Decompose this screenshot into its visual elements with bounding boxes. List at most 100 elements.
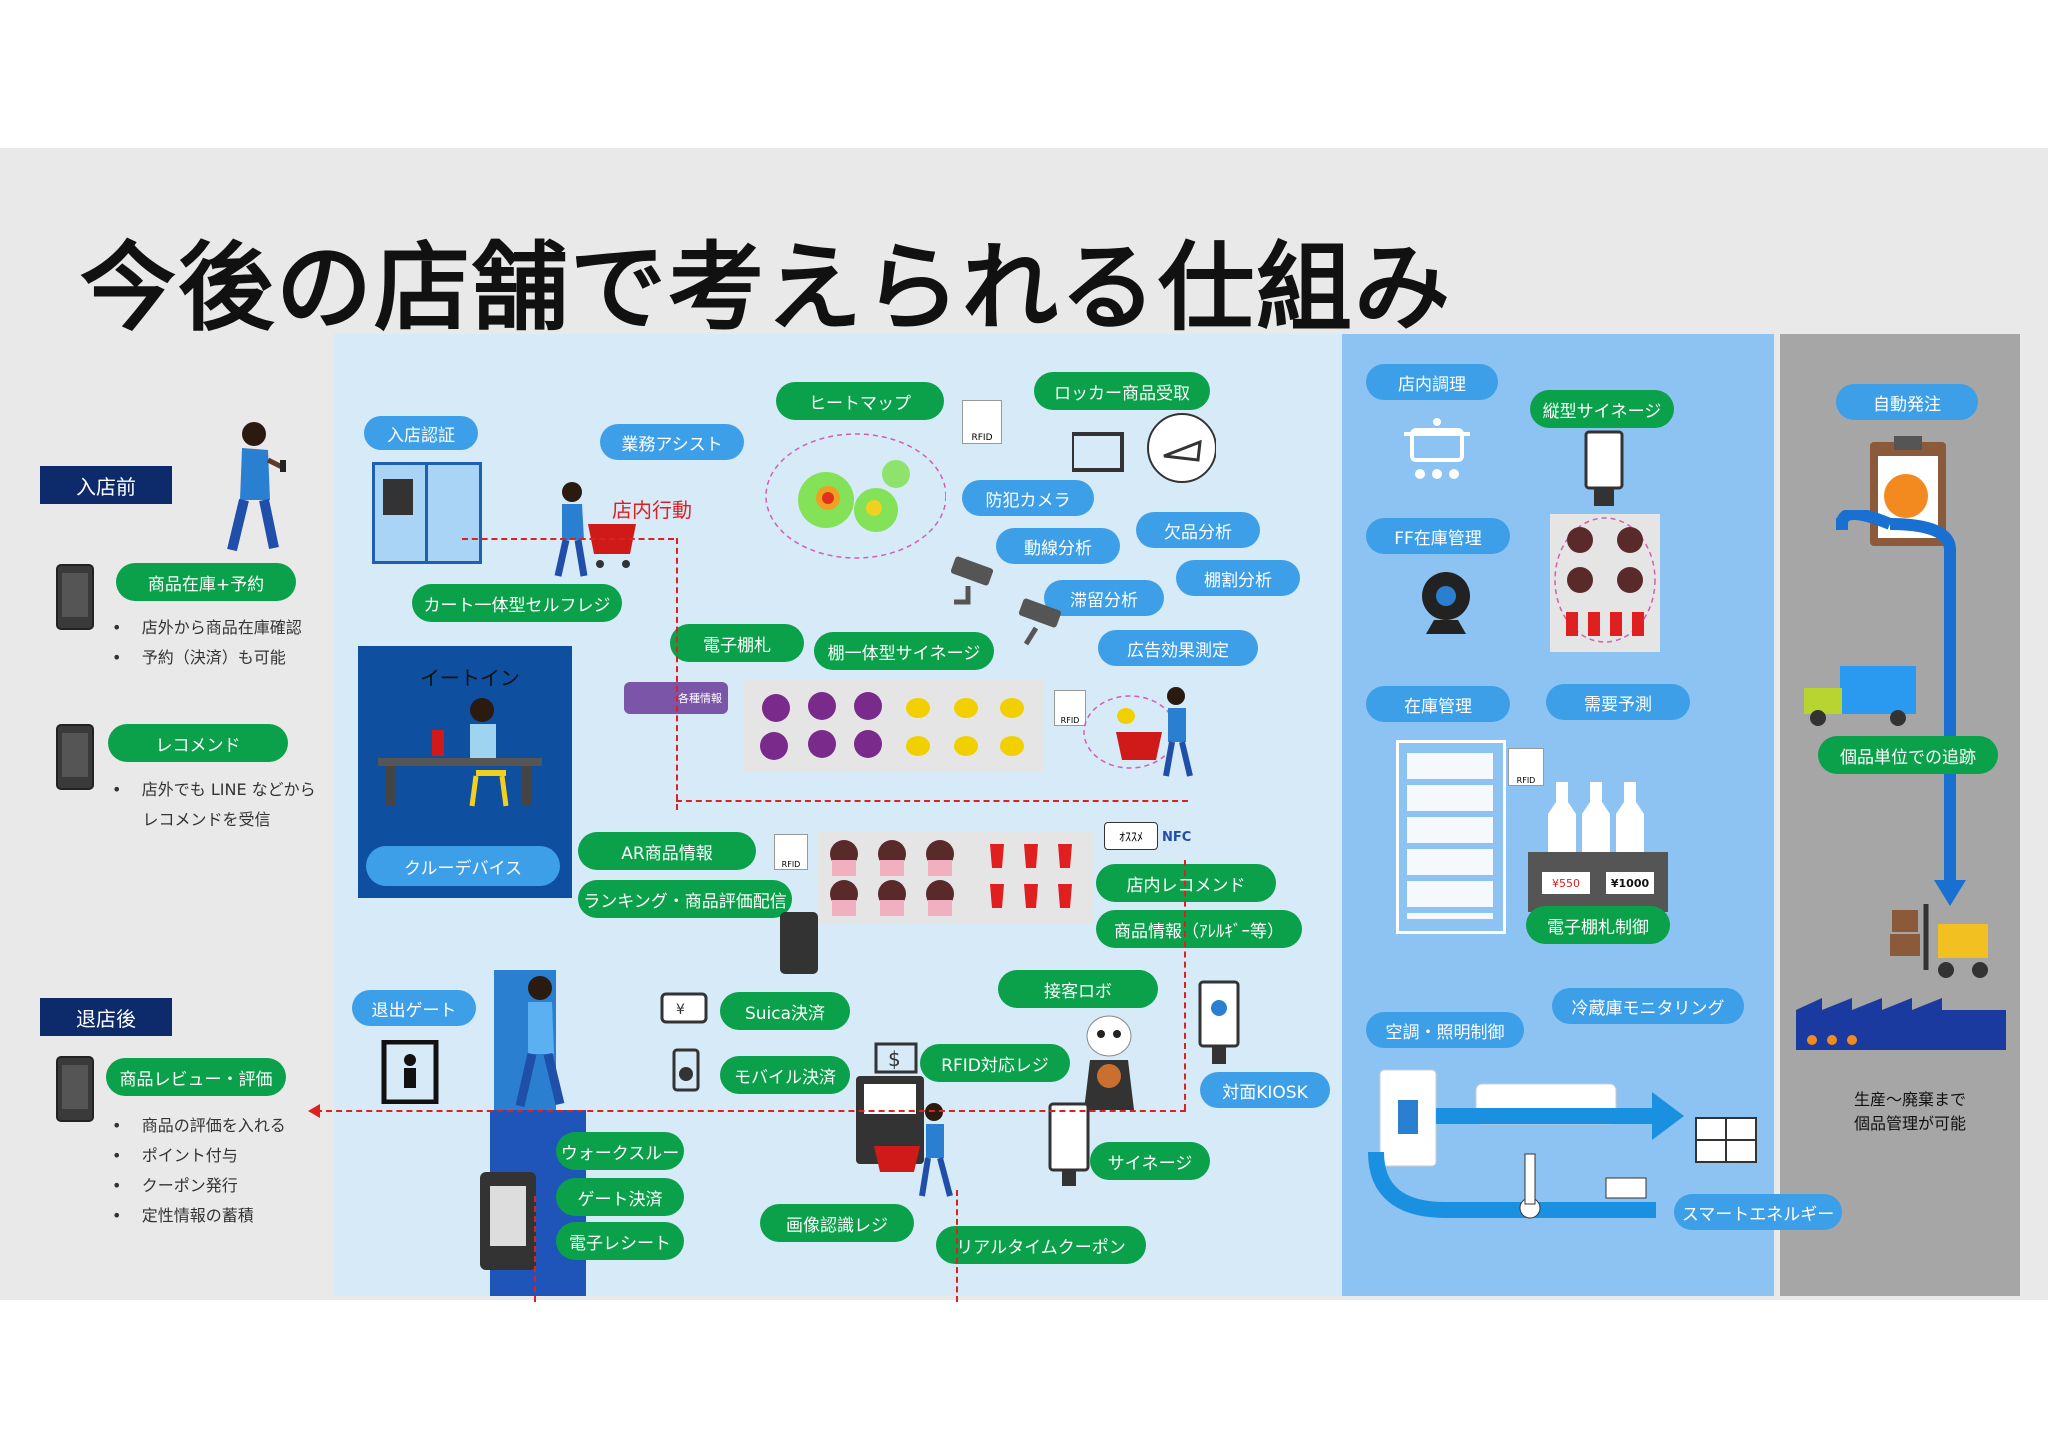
signage-icon — [1048, 1102, 1090, 1186]
bullet-text: • 予約（決済）も可能 — [112, 648, 286, 667]
shelf-analysis-pill[interactable]: 棚割分析 — [1176, 560, 1300, 596]
svg-text:¥: ¥ — [676, 1002, 685, 1018]
cupcake-products-icon — [830, 840, 1072, 916]
shelf-signage-pill[interactable]: 棚一体型サイネージ — [814, 632, 994, 670]
cooking-pot-icon — [1404, 418, 1470, 479]
e-label-control-pill[interactable]: 電子棚札制御 — [1526, 906, 1670, 944]
recommend-tag: ｵｽｽﾒ — [1104, 822, 1158, 850]
smartphone-icon — [56, 1056, 94, 1122]
bullet-text: • ポイント付与 — [112, 1146, 238, 1165]
eat-in-label: イートイン — [420, 666, 520, 690]
energy-flow-graphic — [1368, 1069, 1757, 1219]
route-line — [956, 1190, 958, 1302]
before-store-label: 入店前 — [40, 466, 172, 504]
route-line — [534, 1196, 536, 1302]
gate-payment-pill[interactable]: ゲート決済 — [556, 1178, 684, 1216]
camera-icon — [1018, 598, 1062, 646]
store-recommend-pill[interactable]: 店内レコメンド — [1096, 864, 1276, 902]
bullet-text: レコメンドを受信 — [142, 810, 271, 829]
hvac-lighting-pill[interactable]: 空調・照明制御 — [1366, 1012, 1524, 1048]
smartphone-icon — [56, 564, 94, 630]
robot-icon — [1084, 1015, 1134, 1110]
ar-info-pill[interactable]: AR商品情報 — [578, 832, 756, 870]
rfid-tag-icon: RFID — [962, 400, 1002, 444]
receipt-phone-icon — [480, 1172, 536, 1270]
arrow-head-icon — [308, 1104, 320, 1118]
card-payment-icon: ¥ — [660, 992, 708, 1024]
fruit-products-icon — [760, 692, 1024, 760]
camera-icon — [950, 556, 994, 605]
route-line — [316, 1110, 1186, 1112]
supply-flow-arrow — [1836, 510, 1966, 906]
shopper-cart-icon — [874, 1103, 953, 1197]
route-line — [676, 800, 1188, 802]
rfid-tag-icon: RFID — [1054, 690, 1086, 726]
kiosk-pill[interactable]: 対面KIOSK — [1200, 1072, 1330, 1108]
locker-pill[interactable]: ロッカー商品受取 — [1034, 372, 1210, 410]
walk-through-pill[interactable]: ウォークスルー — [556, 1132, 684, 1170]
ranking-pill[interactable]: ランキング・商品評価配信 — [578, 880, 792, 918]
rfid-register-pill[interactable]: RFID対応レジ — [920, 1044, 1070, 1082]
dwell-analysis-pill[interactable]: 滞留分析 — [1044, 580, 1164, 616]
forklift-icon — [1890, 904, 1988, 978]
gate-icon — [381, 1040, 439, 1104]
in-store-cooking-pill[interactable]: 店内調理 — [1366, 364, 1498, 400]
item-tracking-pill[interactable]: 個品単位での追跡 — [1818, 736, 1998, 774]
factory-icon — [1796, 998, 2006, 1050]
inventory-pill[interactable]: 在庫管理 — [1366, 686, 1510, 722]
rfid-tag-icon: RFID — [1508, 748, 1544, 786]
recommend-pill[interactable]: レコメンド — [108, 724, 288, 762]
product-info-pill[interactable]: 商品情報（ｱﾚﾙｷﾞｰ等） — [1096, 910, 1302, 948]
stock-reserve-pill[interactable]: 商品在庫+予約 — [116, 563, 296, 601]
price-tag: ¥1000 — [1606, 872, 1654, 894]
bullet-text: • 店外から商品在庫確認 — [112, 618, 302, 637]
truck-icon — [1804, 666, 1916, 726]
work-assist-pill[interactable]: 業務アシスト — [600, 424, 744, 460]
smart-energy-pill[interactable]: スマートエネルギー — [1674, 1194, 1842, 1230]
demand-forecast-pill[interactable]: 需要予測 — [1546, 684, 1690, 720]
stockout-analysis-pill[interactable]: 欠品分析 — [1136, 512, 1260, 548]
product-shelf — [818, 832, 1094, 924]
flow-analysis-pill[interactable]: 動線分析 — [996, 528, 1120, 564]
realtime-coupon-pill[interactable]: リアルタイムクーポン — [936, 1226, 1146, 1264]
fridge-monitor-pill[interactable]: 冷蔵庫モニタリング — [1552, 988, 1744, 1024]
service-robot-pill[interactable]: 接客ロボ — [998, 970, 1158, 1008]
ad-effect-pill[interactable]: 広告効果測定 — [1098, 630, 1258, 666]
door-icon — [372, 462, 482, 564]
nfc-icon: NFC — [1162, 829, 1192, 845]
product-shelf — [744, 680, 1044, 772]
mobile-payment-pill[interactable]: モバイル決済 — [720, 1056, 850, 1094]
e-receipt-pill[interactable]: 電子レシート — [556, 1222, 684, 1260]
supply-note: 生産〜廃棄まで 個品管理が可能 — [1853, 1090, 1966, 1133]
smartphone-icon — [56, 724, 94, 790]
entry-auth-pill[interactable]: 入店認証 — [364, 416, 478, 450]
e-shelf-label-pill[interactable]: 電子棚札 — [670, 624, 804, 662]
dollar-icon: $ — [874, 1042, 918, 1074]
bullet-text: • 定性情報の蓄積 — [112, 1206, 254, 1225]
signage-pill[interactable]: サイネージ — [1090, 1142, 1210, 1180]
auto-order-pill[interactable]: 自動発注 — [1836, 384, 1978, 420]
page-title: 今後の店舗で考えられる仕組み — [80, 232, 1452, 344]
cart-selfreg-pill[interactable]: カート一体型セルフレジ — [412, 584, 622, 622]
route-line — [462, 538, 674, 540]
ff-inventory-pill[interactable]: FF在庫管理 — [1366, 518, 1510, 554]
smartphone-icon — [780, 912, 818, 974]
image-recognition-pill[interactable]: 画像認識レジ — [760, 1204, 914, 1242]
vertical-signage-icon — [1584, 430, 1624, 506]
bottles-icon — [1548, 782, 1644, 868]
shopper-cart-icon — [1083, 687, 1193, 777]
bullet-text: • 商品の評価を入れる — [112, 1116, 286, 1135]
price-tag: ¥550 — [1542, 872, 1590, 894]
vertical-signage-pill[interactable]: 縦型サイネージ — [1530, 390, 1674, 428]
rfid-tag-icon: RFID — [774, 834, 808, 870]
bullet-text: • 店外でも LINE などから — [112, 780, 316, 799]
crew-device-pill[interactable]: クルーデバイス — [366, 846, 560, 886]
heatmap-pill[interactable]: ヒートマップ — [776, 382, 944, 420]
route-line — [676, 538, 678, 810]
mobile-payment-icon — [672, 1048, 700, 1092]
review-pill[interactable]: 商品レビュー・評価 — [106, 1058, 286, 1096]
security-camera-pill[interactable]: 防犯カメラ — [962, 480, 1094, 516]
ff-products-icon — [1554, 517, 1656, 643]
exit-gate-pill[interactable]: 退出ゲート — [352, 990, 476, 1026]
suica-pill[interactable]: Suica決済 — [720, 992, 850, 1030]
